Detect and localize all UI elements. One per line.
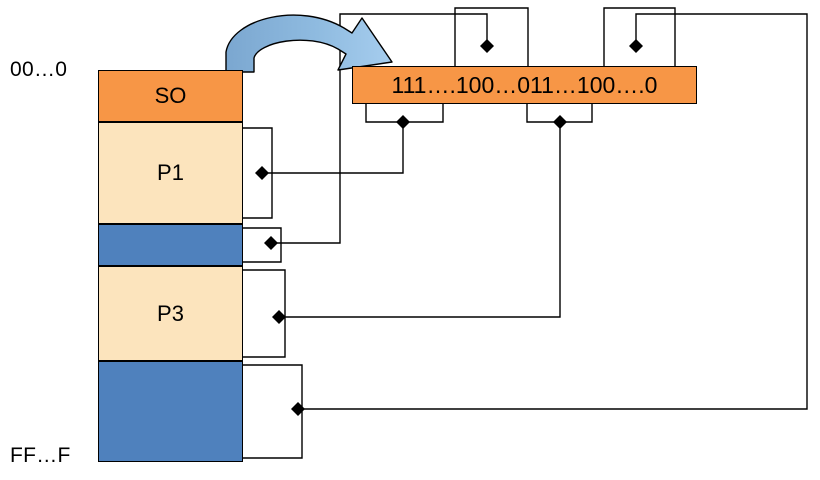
bitstring-value: 111….100…011…100….0 xyxy=(391,71,658,98)
diamond-marker-bottom-right xyxy=(553,115,567,129)
memory-block-p1[interactable]: P1 xyxy=(98,122,243,224)
address-label-bottom: FF…F xyxy=(10,444,71,467)
wire-blue-upper-to-bitstring xyxy=(271,13,488,244)
wire-p3-to-bitstring xyxy=(279,122,561,318)
bracket-top-left xyxy=(454,7,529,66)
diamond-marker-blue-lower xyxy=(291,402,305,416)
memory-block-blue-upper[interactable] xyxy=(98,224,243,266)
memory-block-label: SO xyxy=(154,83,187,108)
memory-block-label: P1 xyxy=(157,160,184,185)
bracket-bottom-right xyxy=(526,104,593,123)
memory-block-so[interactable]: SO xyxy=(98,70,243,122)
diamond-marker-top-left xyxy=(480,39,494,53)
diamond-marker-bottom-left xyxy=(396,115,410,129)
bracket-top-right xyxy=(603,7,676,66)
memory-block-label: P3 xyxy=(157,300,184,326)
diamond-marker-blue-upper xyxy=(264,236,278,250)
bracket-bottom-left xyxy=(365,104,444,123)
address-label-top: 00…0 xyxy=(10,58,68,81)
memory-block-p3[interactable]: P3 xyxy=(98,266,243,361)
wire-p1-to-bitstring xyxy=(262,122,404,174)
bracket-blue-lower xyxy=(243,364,303,459)
diamond-marker-p1 xyxy=(255,166,269,180)
diamond-marker-p3 xyxy=(272,310,286,324)
bracket-blue-upper xyxy=(243,227,282,263)
curved-transfer-arrow xyxy=(225,14,393,73)
bitstring-box[interactable]: 111….100…011…100….0 xyxy=(352,66,697,104)
diamond-marker-top-right xyxy=(629,39,643,53)
bracket-p3 xyxy=(243,269,286,358)
memory-block-blue-lower[interactable] xyxy=(98,361,243,462)
bracket-p1 xyxy=(243,127,273,219)
